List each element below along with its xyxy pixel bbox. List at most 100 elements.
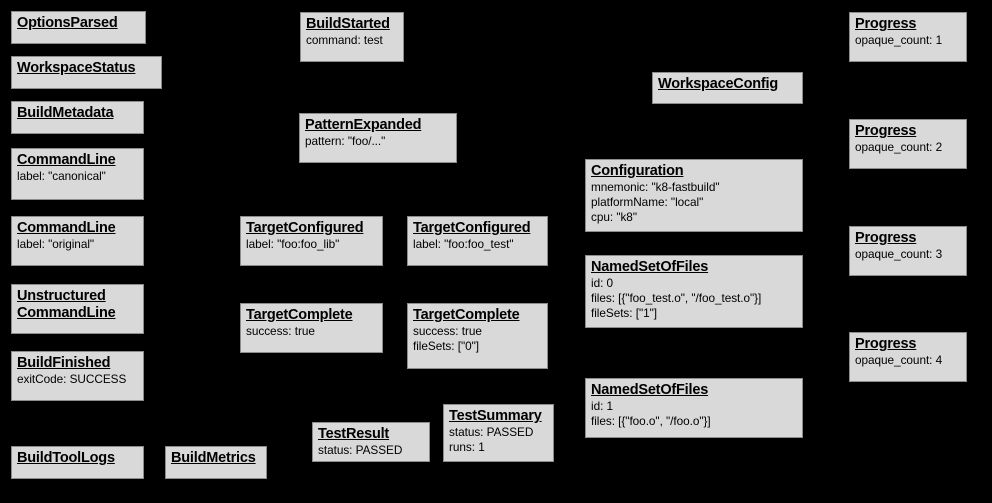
node-fields: pattern: "foo/..."	[305, 134, 451, 149]
node-fields: opaque_count: 2	[855, 140, 961, 155]
node-title-line: BuildStarted	[306, 16, 390, 32]
node-title-line: Progress	[855, 16, 917, 32]
node-title: Progress	[855, 123, 961, 140]
node-title-line: CommandLine	[17, 305, 116, 322]
node-title-line: BuildMetadata	[17, 105, 114, 121]
node-title-line: BuildToolLogs	[17, 450, 115, 466]
node-title-line: NamedSetOfFiles	[591, 382, 709, 398]
node-title: BuildMetadata	[17, 105, 138, 122]
node-title-line: Unstructured	[17, 288, 106, 304]
node-field: success: true	[413, 324, 482, 339]
node-field: pattern: "foo/..."	[305, 134, 386, 149]
node-title: Progress	[855, 336, 961, 353]
node-title-line: CommandLine	[17, 220, 116, 236]
node-title: BuildToolLogs	[17, 450, 138, 467]
node-title: WorkspaceConfig	[658, 76, 797, 93]
node-title: OptionsParsed	[17, 15, 140, 32]
node-field: opaque_count: 1	[855, 33, 943, 48]
node-field: opaque_count: 3	[855, 247, 943, 262]
node-title-line: WorkspaceConfig	[658, 76, 779, 92]
node-title-line: Progress	[855, 123, 917, 139]
node-fields: opaque_count: 3	[855, 247, 961, 262]
node-title-line: BuildMetrics	[171, 450, 256, 466]
node-field: success: true	[246, 324, 315, 339]
node-field: label: "foo:foo_lib"	[246, 237, 340, 252]
node-title: BuildStarted	[306, 16, 398, 33]
node-title: TestSummary	[449, 408, 548, 425]
node-field: runs: 1	[449, 440, 485, 455]
node-title: Progress	[855, 16, 961, 33]
node-title-line: WorkspaceStatus	[17, 60, 136, 76]
node-title-line: TestSummary	[449, 408, 542, 424]
node-field: files: [{"foo_test.o", "/foo_test.o"}]	[591, 291, 762, 306]
node-title: Progress	[855, 230, 961, 247]
node-title: TargetConfigured	[246, 220, 377, 237]
node-fields: opaque_count: 1	[855, 33, 961, 48]
node-title: TestResult	[318, 426, 424, 443]
node-build-tool-logs[interactable]: BuildToolLogs	[11, 446, 144, 479]
node-field: fileSets: ["1"]	[591, 306, 657, 321]
node-fields: label: "canonical"	[17, 169, 138, 184]
node-title: WorkspaceStatus	[17, 60, 156, 77]
node-title-line: OptionsParsed	[17, 15, 118, 31]
node-fields: exitCode: SUCCESS	[17, 372, 138, 387]
node-fields: status: PASSED	[318, 443, 424, 458]
node-title-line: TargetComplete	[413, 307, 520, 323]
node-fields: command: test	[306, 33, 398, 48]
node-title: TargetConfigured	[413, 220, 542, 237]
node-build-metrics[interactable]: BuildMetrics	[165, 446, 267, 479]
node-title: BuildMetrics	[171, 450, 261, 467]
node-field: id: 1	[591, 399, 614, 414]
node-field: opaque_count: 2	[855, 140, 943, 155]
node-workspace-status[interactable]: WorkspaceStatus	[11, 56, 162, 89]
node-title-line: TargetComplete	[246, 307, 353, 323]
node-title-line: Configuration	[591, 163, 684, 179]
node-title-line: TestResult	[318, 426, 390, 442]
node-fields: label: "original"	[17, 237, 138, 252]
node-title: PatternExpanded	[305, 117, 451, 134]
node-fields: success: true	[246, 324, 377, 339]
node-title: Configuration	[591, 163, 797, 180]
node-title: CommandLine	[17, 220, 138, 237]
node-title: NamedSetOfFiles	[591, 259, 797, 276]
node-field: cpu: "k8"	[591, 210, 637, 225]
node-title-line: CommandLine	[17, 152, 116, 168]
node-workspace-config[interactable]: WorkspaceConfig	[652, 72, 803, 104]
node-title-line: Progress	[855, 336, 917, 352]
node-field: fileSets: ["0"]	[413, 339, 479, 354]
node-fields: mnemonic: "k8-fastbuild"platformName: "l…	[591, 180, 797, 225]
node-title-line: TargetConfigured	[246, 220, 364, 236]
node-fields: opaque_count: 4	[855, 353, 961, 368]
node-field: status: PASSED	[449, 425, 534, 440]
node-title: NamedSetOfFiles	[591, 382, 797, 399]
node-build-metadata[interactable]: BuildMetadata	[11, 101, 144, 134]
node-options-parsed[interactable]: OptionsParsed	[11, 11, 146, 44]
node-field: mnemonic: "k8-fastbuild"	[591, 180, 720, 195]
node-field: files: [{"foo.o", "/foo.o"}]	[591, 414, 711, 429]
node-field: command: test	[306, 33, 383, 48]
